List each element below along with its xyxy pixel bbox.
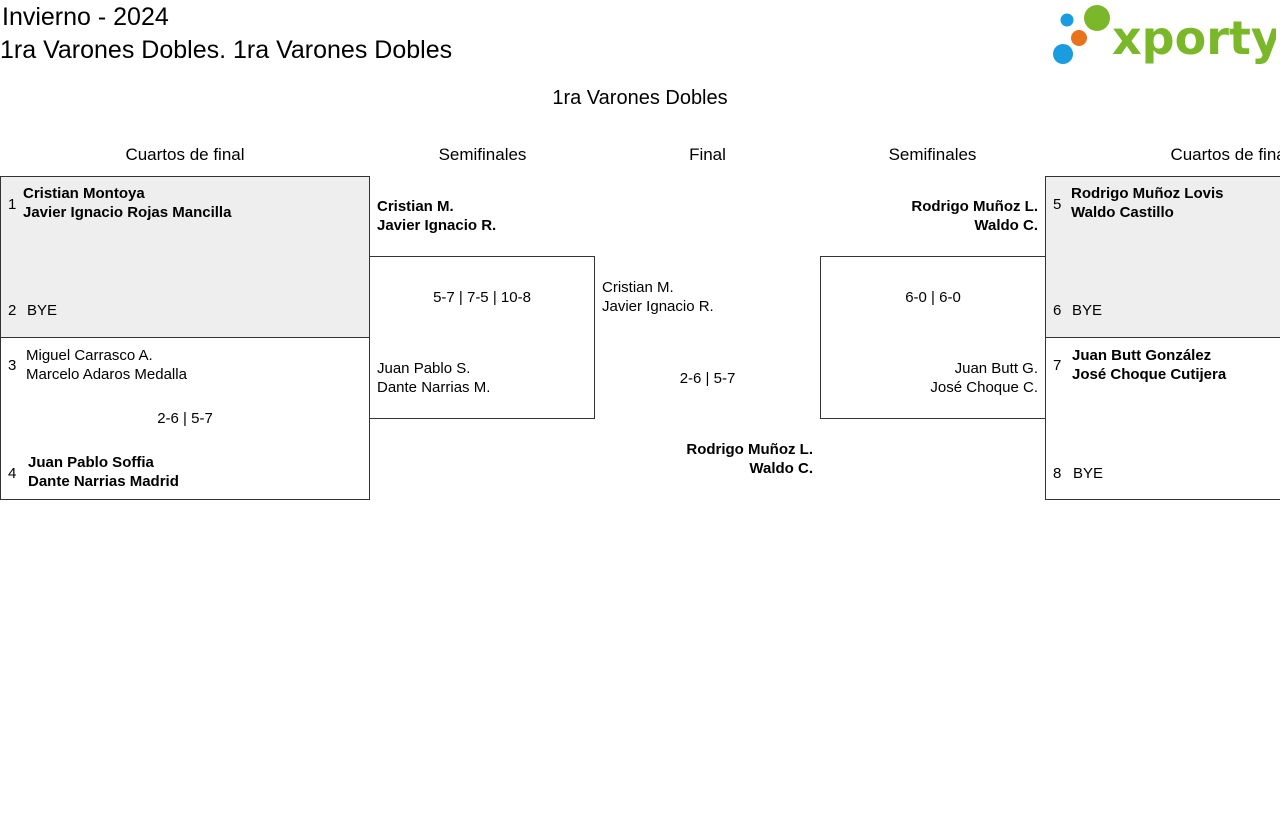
right-qf-match-1 — [1045, 176, 1280, 338]
player-name: Rodrigo Muñoz L. — [911, 198, 1038, 215]
seed-number: 3 — [8, 357, 17, 374]
logo-text: xporty — [1112, 11, 1276, 65]
round-right-semifinals: Semifinales — [888, 145, 977, 164]
player-name: Dante Narrias Madrid — [28, 473, 179, 490]
round-left-semifinals: Semifinales — [438, 145, 527, 164]
player-name: Juan Pablo S. — [377, 360, 471, 377]
player-name: Waldo Castillo — [1071, 204, 1174, 221]
seed-number: 5 — [1053, 196, 1062, 213]
right-qf-match-2 — [1045, 337, 1280, 500]
round-left-quarterfinals: Cuartos de final — [125, 145, 245, 164]
season-title: Invierno - 2024 — [2, 3, 169, 31]
bye-label: BYE — [1072, 302, 1103, 319]
xporty-logo: xporty — [1050, 4, 1280, 66]
champion-name: Rodrigo Muñoz L. — [686, 441, 813, 458]
player-name: Cristian M. — [377, 198, 454, 215]
left-qf-match-1 — [0, 176, 370, 338]
match-score: 2-6 | 5-7 — [157, 410, 213, 427]
player-name: Waldo C. — [974, 217, 1038, 234]
round-final: Final — [689, 145, 726, 164]
left-sf-match — [369, 256, 595, 419]
player-name: Juan Pablo Soffia — [28, 454, 154, 471]
champion-name: Waldo C. — [749, 460, 813, 477]
round-right-quarterfinals: Cuartos de final — [1170, 145, 1280, 164]
bye-label: BYE — [27, 302, 58, 319]
player-name: Rodrigo Muñoz Lovis — [1071, 185, 1224, 202]
player-name: Juan Butt González — [1072, 347, 1212, 364]
category-title: 1ra Varones Dobles. 1ra Varones Dobles — [0, 36, 453, 64]
player-name: Cristian M. — [602, 279, 674, 296]
xporty-logo-graphic: xporty — [1053, 5, 1280, 65]
player-name: Cristian Montoya — [23, 185, 145, 202]
match-score: 5-7 | 7-5 | 10-8 — [433, 289, 531, 306]
player-name: José Choque Cutijera — [1072, 366, 1227, 383]
seed-number: 8 — [1053, 465, 1062, 482]
seed-number: 7 — [1053, 357, 1062, 374]
bye-label: BYE — [1073, 465, 1104, 482]
match-score: 6-0 | 6-0 — [905, 289, 961, 306]
draw-title: 1ra Varones Dobles — [552, 87, 728, 109]
player-name: José Choque C. — [930, 379, 1038, 396]
player-name: Javier Ignacio R. — [377, 217, 497, 234]
seed-number: 6 — [1053, 302, 1062, 319]
seed-number: 2 — [8, 302, 17, 319]
player-name: Marcelo Adaros Medalla — [26, 366, 187, 383]
player-name: Javier Ignacio Rojas Mancilla — [23, 204, 232, 221]
player-name: Javier Ignacio R. — [602, 298, 714, 315]
player-name: Juan Butt G. — [954, 360, 1038, 377]
seed-number: 4 — [8, 465, 17, 482]
final-score: 2-6 | 5-7 — [679, 370, 736, 387]
player-name: Dante Narrias M. — [377, 379, 491, 396]
seed-number: 1 — [8, 196, 17, 213]
player-name: Miguel Carrasco A. — [26, 347, 153, 364]
